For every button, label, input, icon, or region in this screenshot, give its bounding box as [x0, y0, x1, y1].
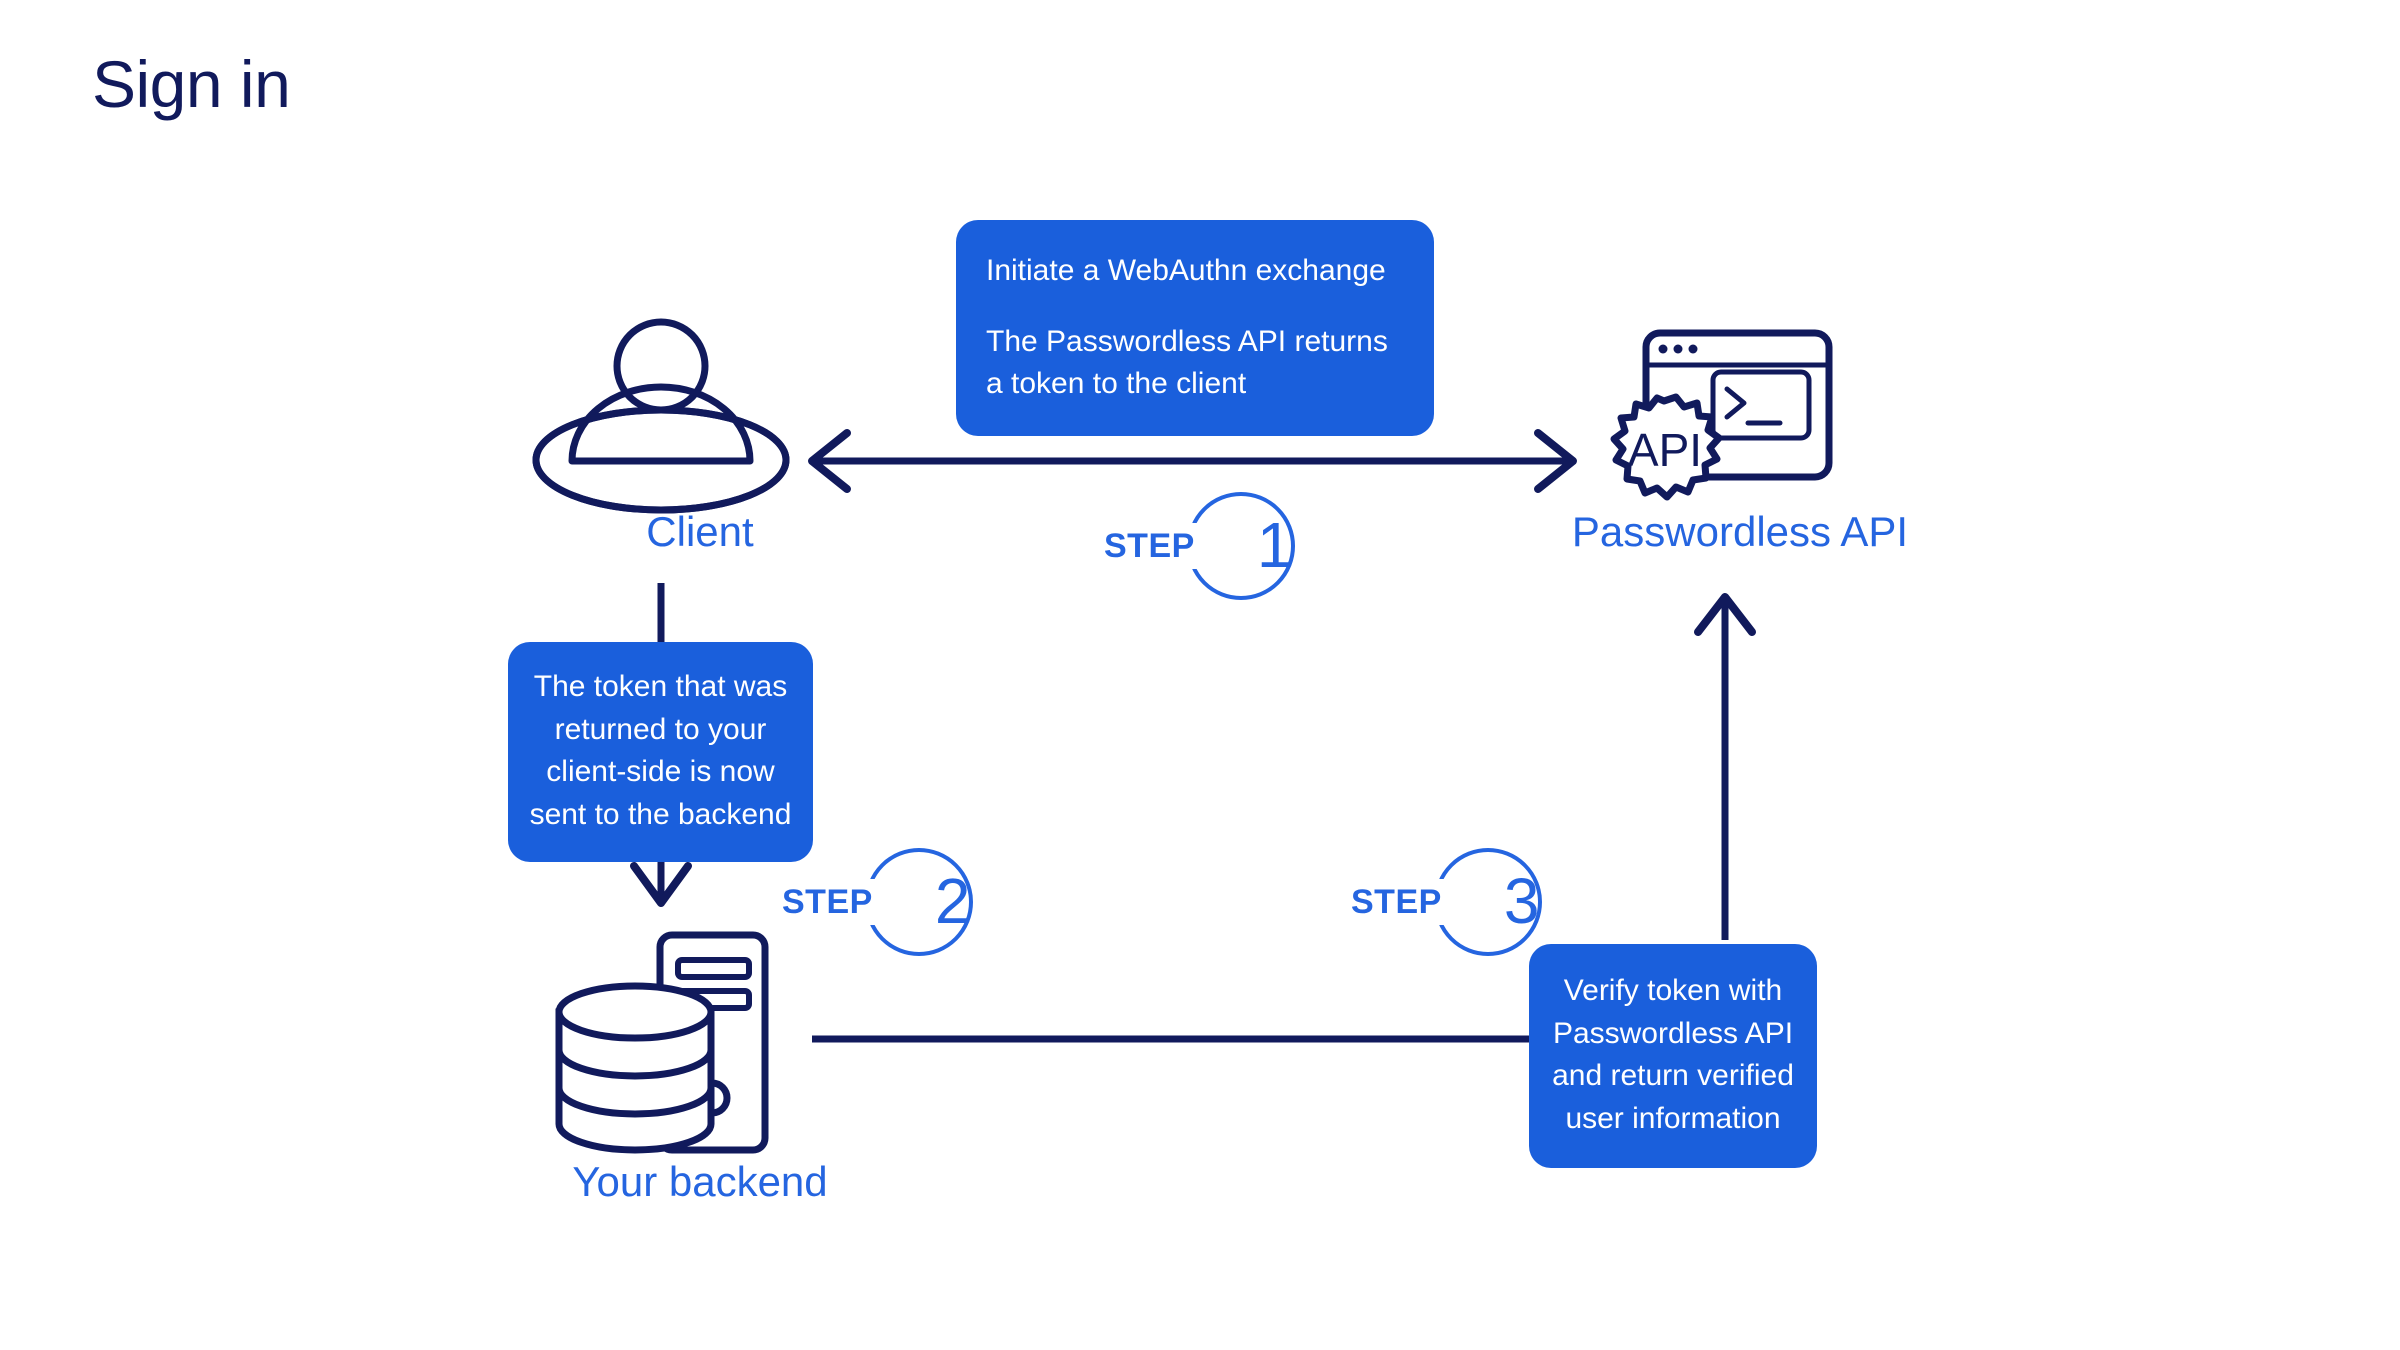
callout-step-3: Verify token with Passwordless API and r… [1529, 944, 1817, 1169]
callout-3-line-4: user information [1565, 1101, 1781, 1135]
step-badge-2-word: STEP [778, 879, 875, 925]
user-in-ellipse-icon [532, 318, 790, 514]
connector-client-api [808, 429, 1577, 493]
callout-1-spacer [986, 293, 1404, 321]
callout-1-line-3: a token to the client [986, 367, 1247, 401]
connector-callout-api [1694, 593, 1756, 940]
callout-2-line-3: client-side is now [546, 755, 775, 789]
callout-2-line-2: returned to your [554, 712, 767, 746]
step-badge-2-number: 2 [934, 865, 971, 937]
callout-3-line-1: Verify token with [1563, 974, 1783, 1007]
step-badge-3: STEP 3 [1347, 848, 1542, 956]
api-gear-label: API [1628, 424, 1702, 476]
step-badge-1: STEP 1 [1100, 492, 1295, 600]
step-badge-3-number: 3 [1503, 865, 1540, 937]
callout-1-line-1: Initiate a WebAuthn exchange [986, 254, 1386, 287]
callout-3-line-3: and return verified [1552, 1059, 1794, 1093]
page-title: Sign in [92, 47, 291, 121]
callout-2-line-4: sent to the backend [529, 797, 792, 831]
database-server-icon [555, 931, 769, 1154]
callout-step-1: Initiate a WebAuthn exchange The Passwor… [956, 220, 1434, 436]
step-badge-3-word: STEP [1347, 879, 1444, 925]
step-badge-1-number: 1 [1256, 509, 1293, 581]
callout-step-2: The token that was returned to your clie… [508, 642, 813, 863]
callout-3-line-2: Passwordless API [1552, 1016, 1794, 1050]
step-badge-1-word: STEP [1100, 523, 1197, 569]
callout-1-line-2: The Passwordless API returns [986, 324, 1388, 358]
node-label-your-backend: Your backend [572, 1158, 828, 1205]
api-gear-terminal-icon: API [1610, 329, 1833, 501]
callout-2-line-1: The token that was [533, 670, 788, 703]
node-label-client: Client [646, 508, 754, 555]
step-badge-2: STEP 2 [778, 848, 973, 956]
node-label-passwordless-api: Passwordless API [1571, 508, 1909, 555]
